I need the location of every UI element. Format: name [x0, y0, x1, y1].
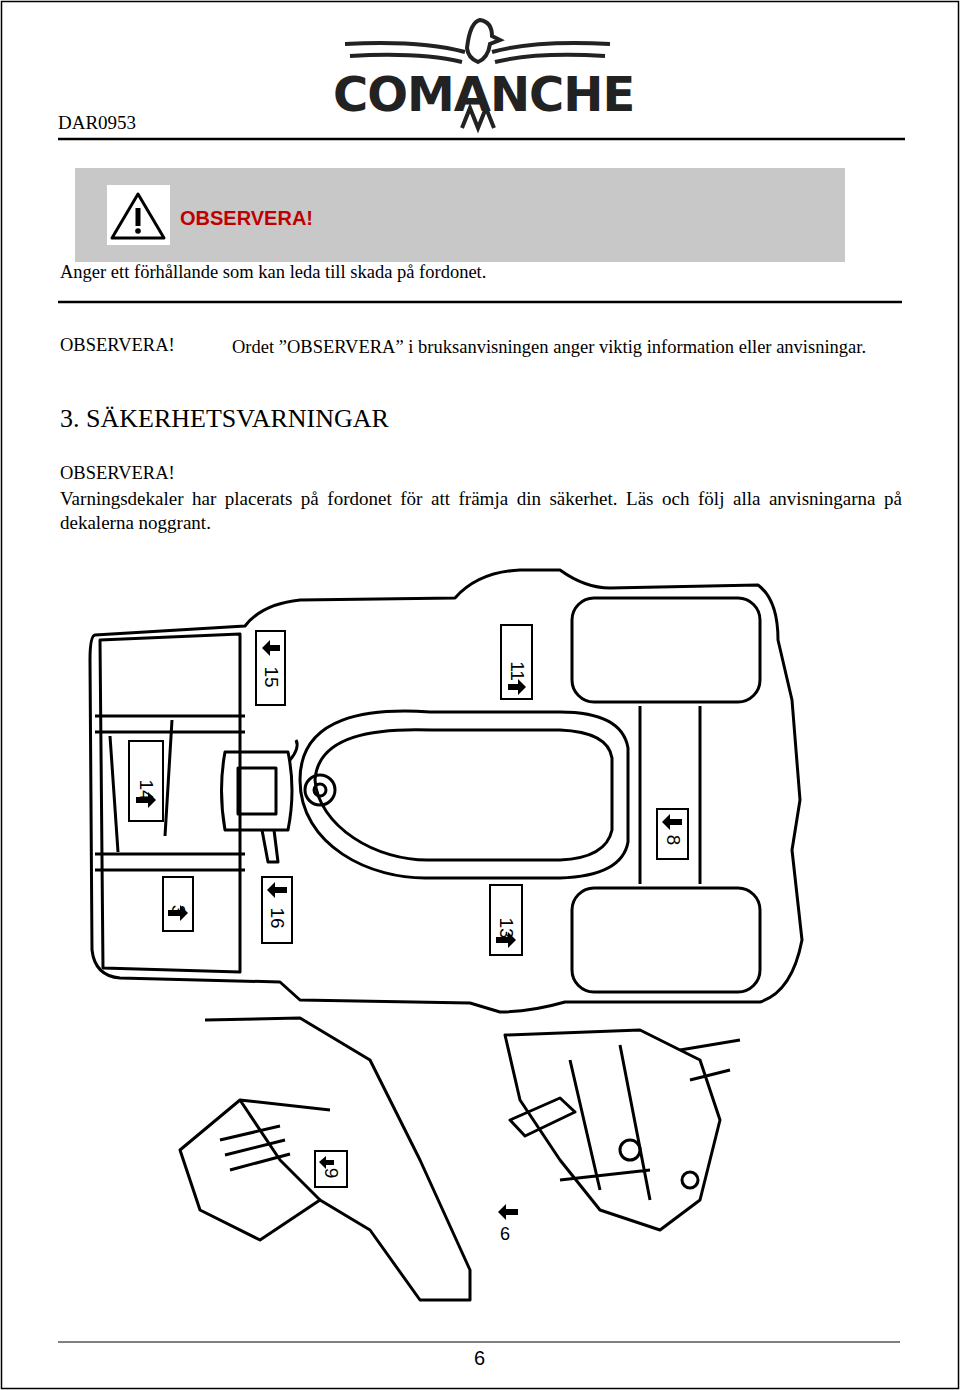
- section-heading: 3. SÄKERHETSVARNINGAR: [60, 404, 389, 434]
- brand-logo: COMANCHE: [333, 66, 623, 122]
- decal-number: 14: [137, 780, 156, 801]
- decal-number: 11: [507, 661, 526, 681]
- callout-number: 6: [500, 1224, 510, 1245]
- decal-number: 16: [268, 907, 287, 928]
- warning-icon: [107, 185, 170, 245]
- warning-decal: 11: [500, 624, 533, 700]
- document-code: DAR0953: [58, 112, 136, 134]
- notice-keyword: OBSERVERA!: [60, 335, 175, 356]
- decal-arrows: [136, 640, 682, 1220]
- notice-keyword: OBSERVERA!: [60, 463, 175, 484]
- notice-text: Ordet ”OBSERVERA” i bruksanvisningen ang…: [60, 335, 902, 359]
- page-number: 6: [474, 1347, 485, 1370]
- warning-decal: 15: [255, 630, 286, 706]
- notice-text: Anger ett förhållande som kan leda till …: [60, 262, 486, 283]
- decal-number: 3: [169, 905, 188, 916]
- notice-text: Varningsdekaler har placerats på fordone…: [60, 487, 902, 535]
- warning-decal: 8: [656, 808, 689, 860]
- decal-number: 15: [261, 666, 280, 687]
- notice-band: [75, 168, 845, 262]
- warning-decal: 13: [489, 884, 523, 956]
- decal-number: 9: [322, 1168, 341, 1179]
- decal-number: 13: [497, 918, 516, 939]
- notice-heading: OBSERVERA!: [180, 196, 420, 240]
- warning-decal: 9: [314, 1150, 348, 1188]
- warning-decal: 14: [128, 740, 164, 822]
- warning-decal: 16: [261, 876, 293, 944]
- notice-band-title: OBSERVERA!: [180, 196, 420, 240]
- decal-number: 8: [663, 834, 682, 845]
- warning-decal: 3: [162, 876, 194, 932]
- atv-drawing: [90, 570, 802, 1300]
